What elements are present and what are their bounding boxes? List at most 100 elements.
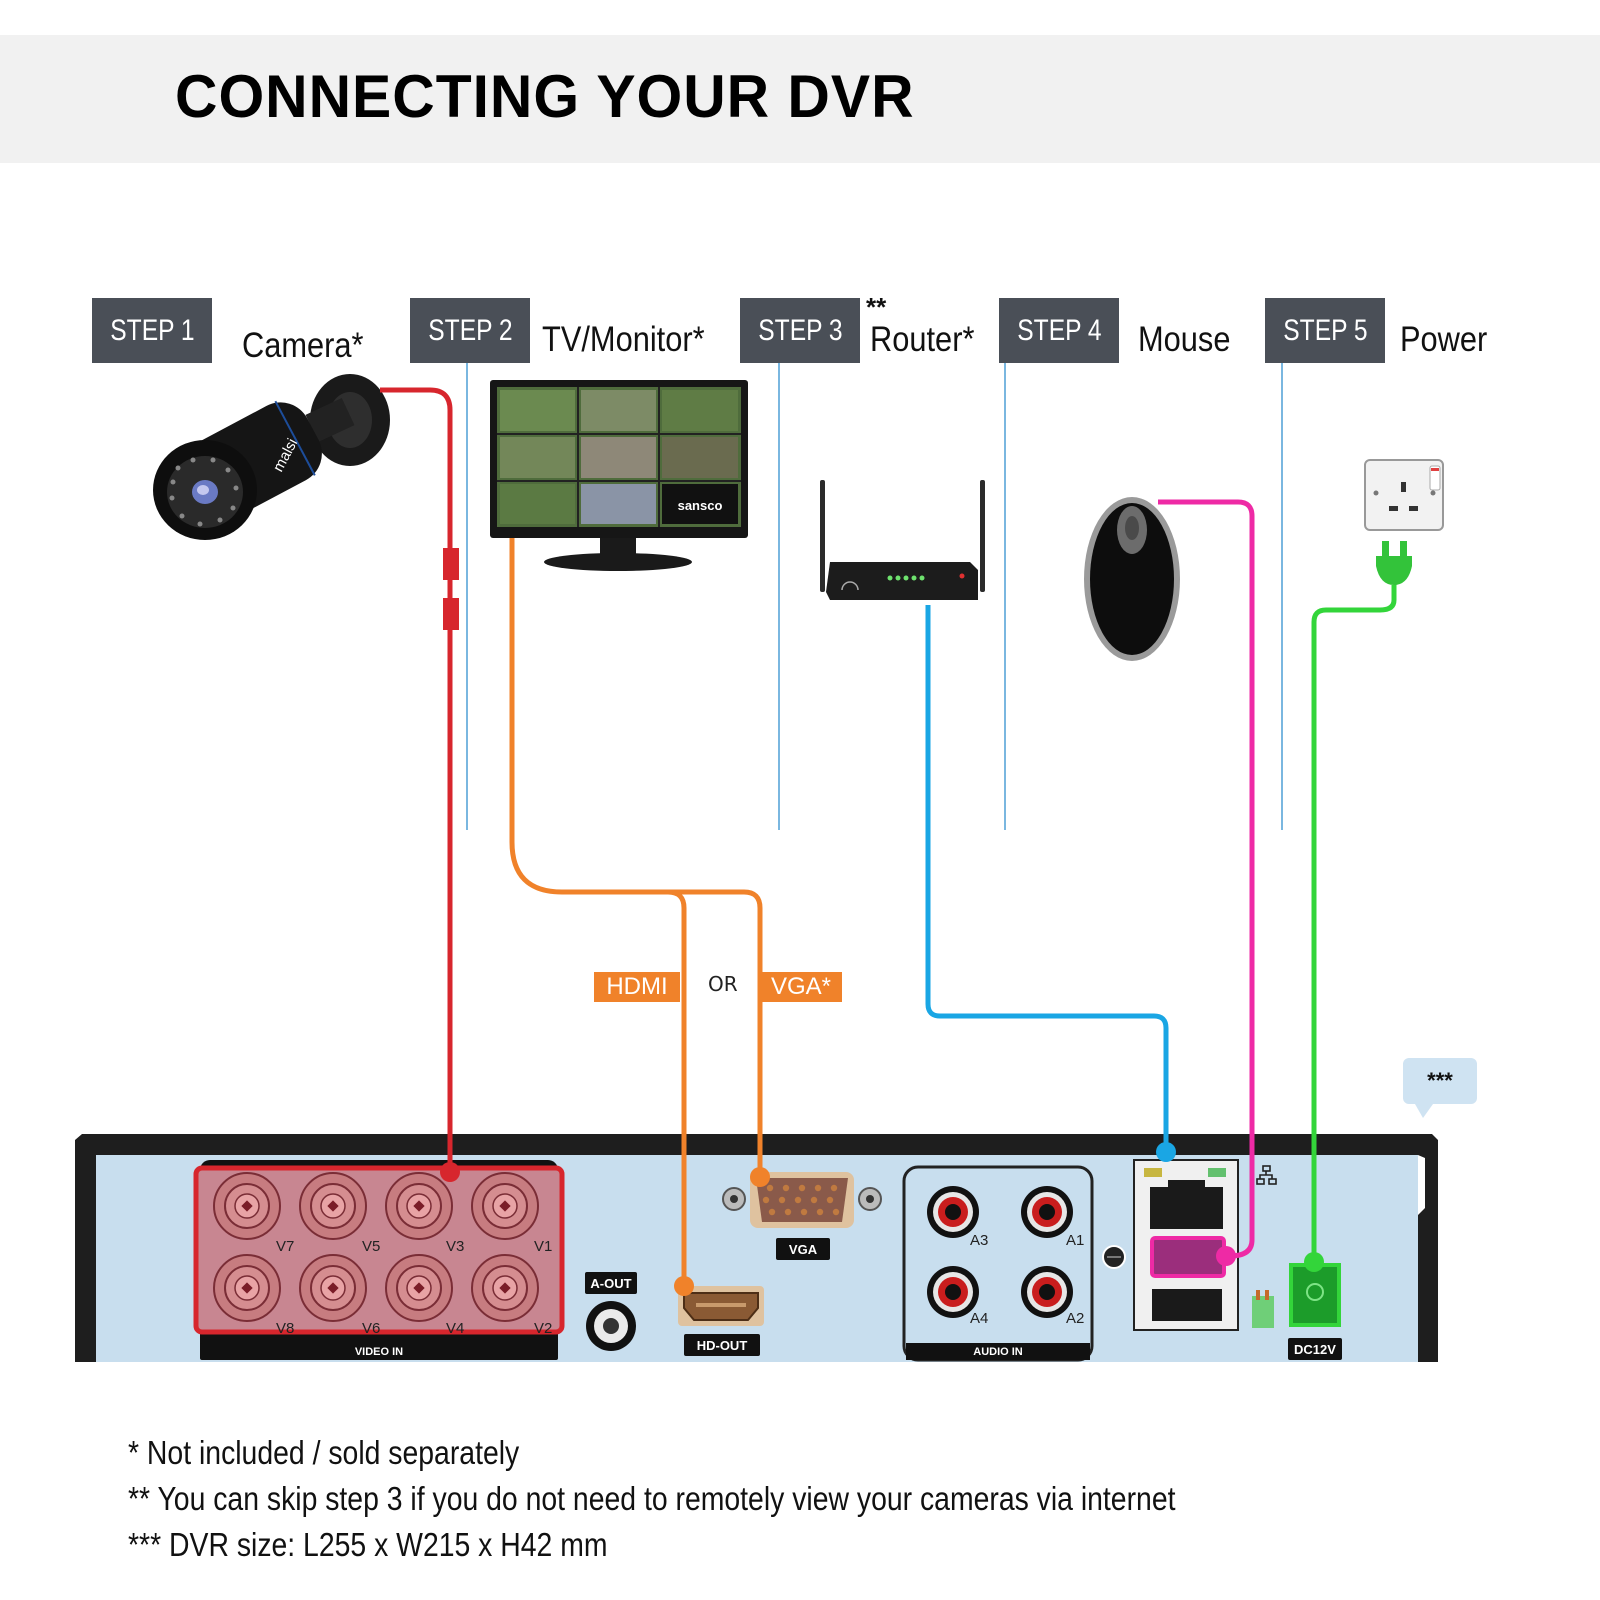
step-5-badge-text: STEP 5: [1282, 313, 1368, 347]
step-2-badge-text: STEP 2: [427, 313, 513, 347]
bnc-port-v1: [471, 1172, 539, 1240]
vga-pin: [830, 1184, 838, 1192]
page-title: CONNECTING YOUR DVR: [175, 63, 915, 130]
hdmi-port: [678, 1286, 764, 1326]
step-3-badge-text: STEP 3: [757, 313, 843, 347]
mouse-cable: [1158, 499, 1255, 1259]
bnc-connector-top: [443, 548, 459, 580]
step-5-label: Power: [1400, 320, 1499, 360]
monitor-brand: sansco: [678, 498, 723, 513]
step-5-label-text: Power: [1400, 320, 1488, 359]
channel-label-a2: A2: [1066, 1310, 1085, 1327]
bnc-port-v6: [299, 1254, 367, 1322]
footnote-1: * Not included / sold separately: [128, 1434, 583, 1472]
vga-pin: [762, 1196, 770, 1204]
step-1-label: Camera*: [242, 326, 380, 366]
channel-label-a1: A1: [1066, 1232, 1085, 1249]
bnc-port-v8: [213, 1254, 281, 1322]
step-1-badge-text: STEP 1: [109, 313, 195, 347]
vga-pin: [800, 1208, 808, 1216]
lan-usb-block: [1133, 1159, 1239, 1331]
vga-pin: [814, 1184, 822, 1192]
step-3-prefix: **: [866, 292, 887, 322]
step-2-badge: STEP 2: [410, 298, 530, 363]
rca-port-a1: [1021, 1186, 1073, 1238]
audio-in-label: AUDIO IN: [906, 1343, 1090, 1360]
rca-port-a3: [927, 1186, 979, 1238]
step-4-label-text: Mouse: [1138, 320, 1231, 359]
or-text: OR: [708, 972, 738, 996]
channel-label-v6: V6: [362, 1320, 381, 1337]
vga-pin: [810, 1196, 818, 1204]
header-band: [0, 35, 1600, 163]
bnc-port-v5: [299, 1172, 367, 1240]
vga-pin: [794, 1196, 802, 1204]
vga-option-tag: VGA*: [760, 972, 842, 1002]
bnc-connector-bottom: [443, 598, 459, 630]
vga-pin: [766, 1184, 774, 1192]
bnc-port-v4: [385, 1254, 453, 1322]
step-4-badge: STEP 4: [999, 298, 1119, 363]
audio-in-block: [902, 1165, 1094, 1362]
vga-port: [722, 1172, 882, 1228]
power-cable: [1311, 585, 1397, 1265]
footnote-3: *** DVR size: L255 x W215 x H42 mm: [128, 1526, 686, 1564]
step-3-label: Router*: [870, 320, 989, 360]
mouse-icon: [1084, 497, 1180, 661]
channel-label-v3: V3: [446, 1238, 465, 1255]
vga-pin: [798, 1184, 806, 1192]
screw-icon: [1102, 1245, 1126, 1269]
router-icon: [820, 480, 985, 600]
connector-dots: [440, 548, 1324, 1296]
step-4-label: Mouse: [1138, 320, 1243, 360]
dc12v-label: DC12V: [1288, 1338, 1342, 1360]
vga-pin: [832, 1208, 840, 1216]
rca-port-a4: [927, 1266, 979, 1318]
vga-pin: [782, 1184, 790, 1192]
cables: [380, 387, 1397, 1286]
dc-power-port: [1289, 1263, 1341, 1327]
vga-label: VGA: [776, 1238, 830, 1260]
hdmi-cable: [509, 538, 687, 1286]
terminal-block: [1252, 1290, 1274, 1328]
channel-label-v7: V7: [276, 1238, 295, 1255]
vga-pin: [778, 1196, 786, 1204]
channel-label-a4: A4: [970, 1310, 989, 1327]
bnc-port-v3: [385, 1172, 453, 1240]
channel-label-v4: V4: [446, 1320, 465, 1337]
footnote-3-text: *** DVR size: L255 x W215 x H42 mm: [128, 1526, 608, 1563]
step-1-label-text: Camera*: [242, 326, 364, 365]
rca-port-a2: [1021, 1266, 1073, 1318]
step-2-label: TV/Monitor*: [542, 320, 727, 360]
vga-pin: [784, 1208, 792, 1216]
size-note-bubble: ***: [1403, 1058, 1477, 1118]
vga-pin: [826, 1196, 834, 1204]
hd-out-label: HD-OUT: [684, 1334, 760, 1356]
network-icon: [1256, 1165, 1277, 1185]
step-4-badge-text: STEP 4: [1016, 313, 1102, 347]
camera-icon: malsi: [153, 374, 390, 540]
footnote-2: ** You can skip step 3 if you do not nee…: [128, 1480, 1346, 1518]
bnc-port-v7: [213, 1172, 281, 1240]
vga-pin: [768, 1208, 776, 1216]
hdmi-option-tag: HDMI: [594, 972, 680, 1002]
vga-pin: [816, 1208, 824, 1216]
vga-cable: [668, 889, 763, 1175]
step-5-badge: STEP 5: [1265, 298, 1385, 363]
footnote-2-text: ** You can skip step 3 if you do not nee…: [128, 1480, 1176, 1517]
channel-label-a3: A3: [970, 1232, 989, 1249]
step-1-badge: STEP 1: [92, 298, 212, 363]
step-2-label-text: TV/Monitor*: [542, 320, 705, 359]
step-3-label-text: Router*: [870, 320, 975, 359]
network-cable: [925, 605, 1169, 1160]
channel-label-v5: V5: [362, 1238, 381, 1255]
step-3-badge: STEP 3: [740, 298, 860, 363]
a-out-label: A-OUT: [585, 1272, 637, 1294]
channel-label-v8: V8: [276, 1320, 295, 1337]
footnote-1-text: * Not included / sold separately: [128, 1434, 520, 1471]
channel-label-v2: V2: [534, 1320, 553, 1337]
camera-cable: [380, 387, 453, 1172]
power-socket-icon: [1364, 459, 1444, 531]
video-in-block: [193, 1160, 565, 1360]
